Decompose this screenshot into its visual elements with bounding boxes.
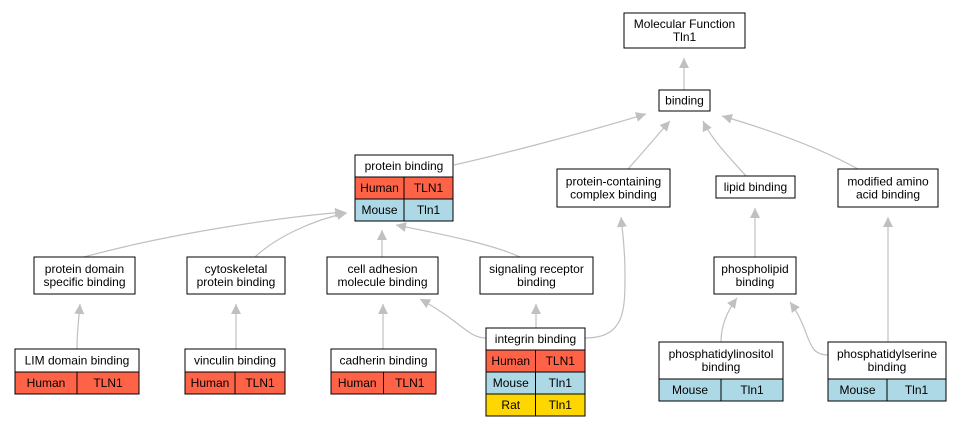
edges-layer bbox=[74, 58, 893, 356]
node-label: binding bbox=[736, 275, 775, 289]
edge-modified-aa-to-binding bbox=[721, 114, 859, 170]
node-label: LIM domain binding bbox=[25, 354, 130, 368]
edge-phosphatidylserine-to-phospholipid bbox=[789, 301, 829, 356]
node-outline bbox=[14, 348, 140, 395]
node-outline bbox=[658, 341, 784, 402]
node-label: phosphatidylserine bbox=[837, 347, 937, 361]
species-label: Human bbox=[360, 181, 399, 195]
node-box bbox=[658, 89, 711, 112]
edge-complex-binding-to-binding bbox=[627, 120, 671, 170]
node-label: specific binding bbox=[43, 275, 125, 289]
species-label: Mouse bbox=[361, 203, 397, 217]
gene-label: Tln1 bbox=[740, 383, 764, 397]
node-outline bbox=[354, 154, 454, 222]
node-label: binding bbox=[868, 360, 907, 374]
edge-cytoskeletal-to-protein-binding bbox=[254, 210, 348, 258]
gene-label: Tln1 bbox=[549, 376, 573, 390]
edge-protein-binding-to-binding bbox=[453, 112, 647, 166]
node-box bbox=[715, 175, 796, 199]
node-box bbox=[33, 256, 136, 295]
edge-lipid-binding-to-binding bbox=[702, 120, 747, 177]
node-label: binding bbox=[517, 275, 556, 289]
node-outline bbox=[330, 348, 437, 395]
node-box bbox=[556, 168, 671, 208]
edge-integrin-to-complex-binding bbox=[584, 216, 627, 339]
node-label: protein binding bbox=[365, 159, 444, 173]
edge-phosphatidylinositol-to-phospholipid bbox=[720, 297, 738, 343]
species-label: Human bbox=[491, 354, 530, 368]
node-label: molecule binding bbox=[337, 275, 427, 289]
species-label: Mouse bbox=[672, 383, 708, 397]
gene-label: TLN1 bbox=[245, 376, 275, 390]
node-label: Molecular Function bbox=[634, 17, 735, 31]
gene-label: TLN1 bbox=[414, 181, 444, 195]
node-label: phospholipid bbox=[721, 262, 788, 276]
gene-label: Tln1 bbox=[905, 383, 929, 397]
node-label: acid binding bbox=[856, 188, 920, 202]
node-box bbox=[713, 256, 797, 295]
species-label: Mouse bbox=[839, 383, 875, 397]
node-box bbox=[623, 12, 746, 49]
node-outline bbox=[184, 348, 286, 395]
node-box bbox=[326, 256, 439, 295]
node-label: cadherin binding bbox=[339, 354, 427, 368]
gene-label: Tln1 bbox=[549, 398, 573, 412]
node-label: vinculin binding bbox=[194, 354, 276, 368]
edge-domain-specific-to-protein-binding bbox=[83, 207, 346, 258]
node-label: binding bbox=[702, 360, 741, 374]
gene-label: TLN1 bbox=[395, 376, 425, 390]
node-box bbox=[479, 256, 594, 295]
node-label: integrin binding bbox=[495, 332, 576, 346]
node-label: complex binding bbox=[570, 188, 657, 202]
node-label: signaling receptor bbox=[489, 262, 584, 276]
node-box bbox=[186, 256, 286, 295]
node-binding[interactable]: binding bbox=[658, 89, 711, 112]
node-label: Tln1 bbox=[673, 30, 697, 44]
node-label: protein domain bbox=[45, 262, 124, 276]
species-label: Human bbox=[338, 376, 377, 390]
gene-label: Tln1 bbox=[417, 203, 441, 217]
node-label: cytoskeletal bbox=[205, 262, 268, 276]
edge-lim-to-domain-specific bbox=[74, 303, 85, 350]
node-label: binding bbox=[665, 94, 704, 108]
species-label: Human bbox=[27, 376, 66, 390]
node-label: protein-containing bbox=[566, 175, 661, 189]
node-box bbox=[837, 168, 939, 208]
node-label: modified amino bbox=[847, 175, 929, 189]
gene-label: TLN1 bbox=[93, 376, 123, 390]
node-label: protein binding bbox=[197, 275, 276, 289]
species-label: Human bbox=[191, 376, 230, 390]
species-label: Mouse bbox=[493, 376, 529, 390]
edge-integrin-to-cell-adhesion bbox=[419, 298, 487, 339]
node-label: phosphatidylinositol bbox=[669, 347, 774, 361]
node-outline bbox=[485, 327, 586, 417]
node-outline bbox=[827, 341, 947, 402]
node-label: cell adhesion bbox=[347, 262, 417, 276]
gene-label: TLN1 bbox=[546, 354, 576, 368]
species-label: Rat bbox=[501, 398, 520, 412]
node-label: lipid binding bbox=[724, 180, 787, 194]
edge-signaling-to-protein-binding bbox=[395, 222, 521, 258]
node-lipid-binding[interactable]: lipid binding bbox=[715, 175, 796, 199]
